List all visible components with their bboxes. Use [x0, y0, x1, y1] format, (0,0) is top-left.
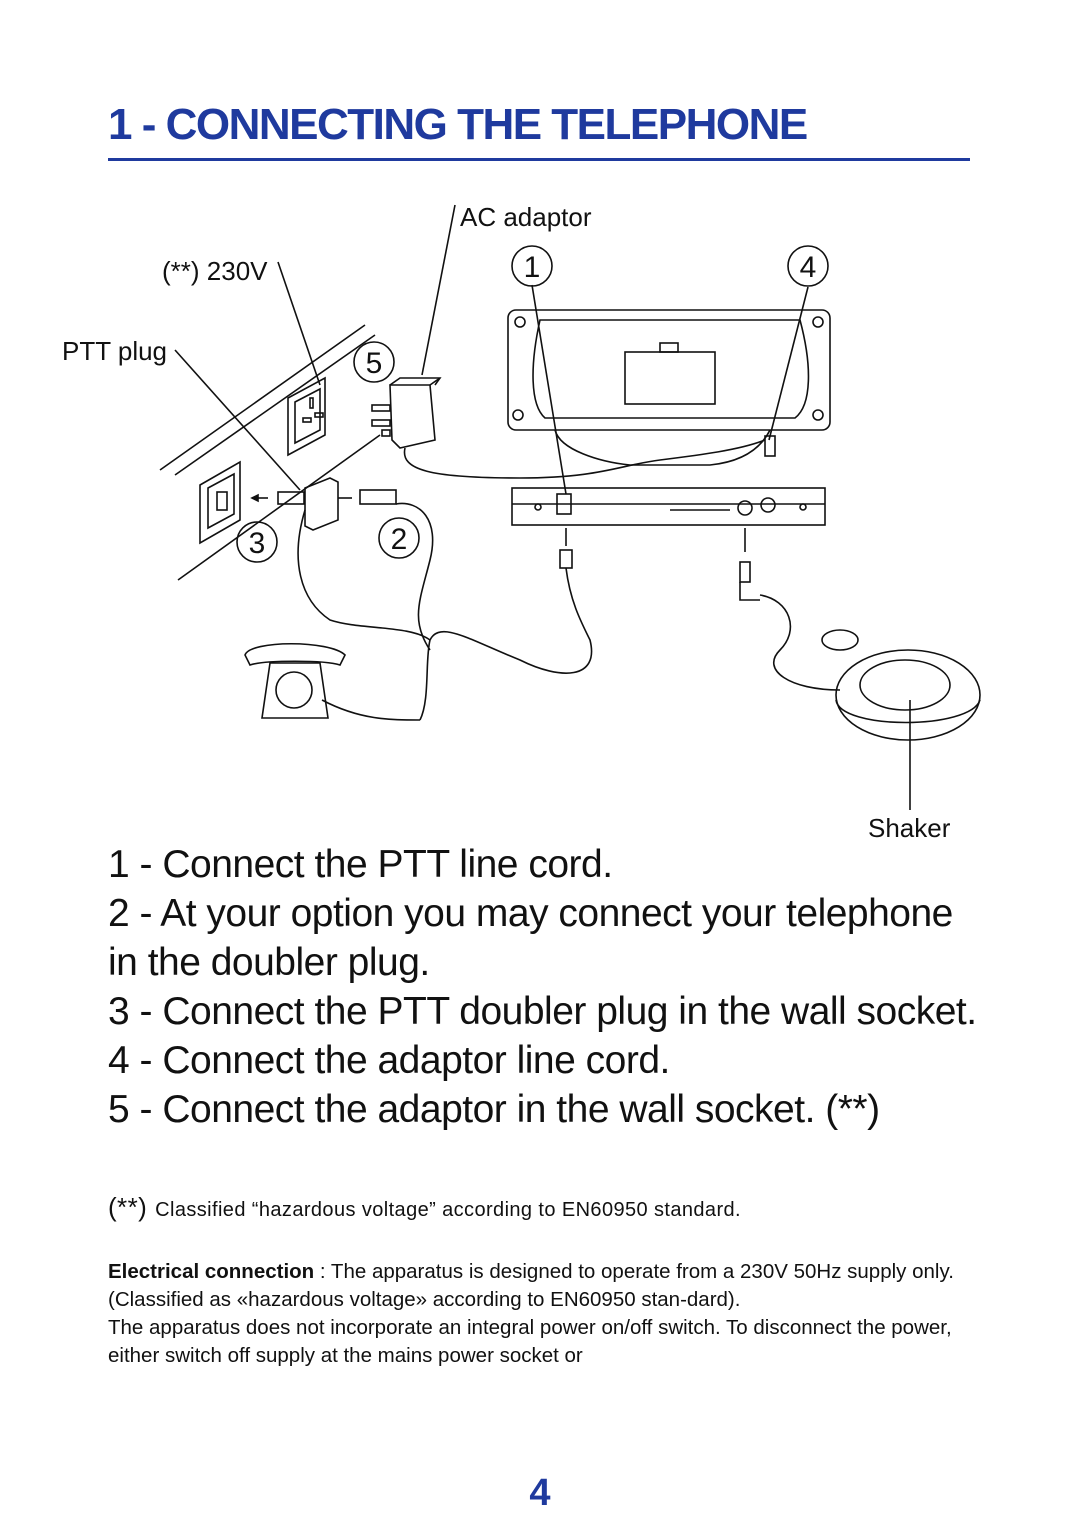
telephone	[244, 509, 431, 721]
label-shaker: Shaker	[868, 813, 951, 843]
footnote-mark: (**)	[108, 1192, 148, 1222]
instruction-steps: 1 - Connect the PTT line cord. 2 - At yo…	[108, 840, 988, 1134]
step-4: 4 - Connect the adaptor line cord.	[108, 1039, 670, 1082]
callout-2: 2	[391, 523, 408, 556]
wall-edge-top	[159, 324, 366, 471]
ptt-line-cord	[395, 502, 593, 721]
electrical-connection-section: Electrical connection : The apparatus is…	[108, 1258, 968, 1370]
electrical-text-1: : The apparatus is designed to operate f…	[108, 1260, 954, 1311]
wall-edge-bottom	[177, 434, 381, 581]
electrical-paragraph-2: The apparatus does not incorporate an in…	[108, 1316, 952, 1367]
electrical-heading: Electrical connection	[108, 1260, 315, 1283]
electrical-paragraph-1: Electrical connection : The apparatus is…	[108, 1258, 968, 1314]
label-ac-adaptor: AC adaptor	[460, 202, 592, 232]
footnote: (**) Classified “hazardous voltage” accor…	[108, 1192, 988, 1223]
page-title: 1 - CONNECTING THE TELEPHONE	[108, 100, 808, 149]
page-number: 4	[529, 1472, 551, 1514]
label-voltage: (**) 230V	[162, 256, 268, 286]
label-ptt-plug: PTT plug	[62, 336, 167, 366]
wall-power-socket	[287, 376, 326, 457]
title-underline	[108, 158, 970, 161]
ac-adaptor	[371, 377, 766, 479]
callout-5: 5	[366, 347, 383, 380]
footnote-text: Classified “hazardous voltage” according…	[155, 1199, 741, 1221]
shaker	[739, 528, 981, 810]
ptt-doubler-plug	[250, 477, 397, 531]
callout-4: 4	[800, 251, 817, 284]
step-5: 5 - Connect the adaptor in the wall sock…	[108, 1088, 880, 1131]
callout-1: 1	[524, 251, 541, 284]
step-2: 2 - At your option you may connect your …	[108, 892, 953, 984]
step-3: 3 - Connect the PTT doubler plug in the …	[108, 990, 977, 1033]
callout-3: 3	[249, 527, 266, 560]
step-1: 1 - Connect the PTT line cord.	[108, 843, 613, 886]
base-unit	[507, 309, 831, 526]
connection-diagram: 1 4 5 3 2 AC adaptor (**) 230V PTT plug …	[62, 202, 981, 843]
wall-phone-socket	[199, 460, 241, 545]
